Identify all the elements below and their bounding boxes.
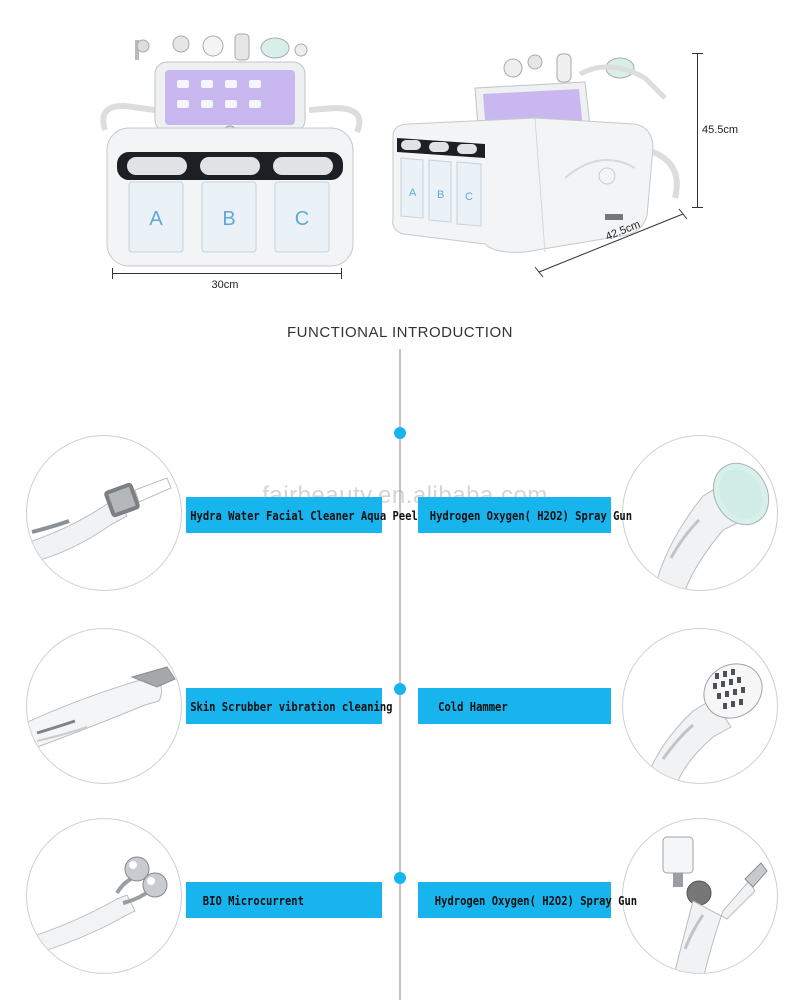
height-dimension-tick-top (692, 53, 703, 54)
width-dimension-label: 30cm (211, 279, 239, 291)
aqua-peel-handpiece-icon (27, 477, 172, 565)
feature-label-bio-microcurrent: BIO Microcurrent (202, 892, 304, 908)
timeline-dot (394, 872, 406, 884)
width-dimension-line (112, 273, 342, 274)
bottle-label-b: B (222, 208, 236, 230)
depth-dimension-line (534, 208, 688, 278)
feature-label-skin-scrubber: Skin Scrubber vibration cleaning (190, 698, 393, 714)
svg-text:B: B (437, 189, 444, 201)
height-dimension-tick-bottom (692, 207, 703, 208)
feature-image-skin-scrubber (26, 628, 182, 784)
feature-label-bar: Skin Scrubber vibration cleaning (186, 688, 392, 724)
section-title: FUNCTIONAL INTRODUCTION (287, 324, 513, 341)
svg-text:A: A (409, 187, 417, 199)
height-dimension-label: 45.5cm (702, 124, 739, 136)
width-dimension-tick-right (341, 268, 342, 279)
feature-label-bar: Hydrogen Oxygen( H2O2) Spray Gun (418, 882, 637, 918)
oxygen-spray-gun-icon (662, 836, 768, 973)
machine-front-view: A B C (95, 10, 365, 268)
machine-side-view: A B C (385, 38, 705, 288)
feature-label-oxygen-spray-gun: Hydrogen Oxygen( H2O2) Spray Gun (434, 892, 638, 908)
feature-image-oxygen-spray-gun (622, 818, 778, 974)
feature-image-bio-microcurrent (26, 818, 182, 974)
feature-label-cold-hammer: Cold Hammer (438, 698, 508, 714)
hydrogen-spray-handpiece-icon (653, 462, 770, 590)
timeline-line (399, 349, 401, 1000)
feature-label-hydrogen-spray: Hydrogen Oxygen( H2O2) Spray Gun (429, 507, 633, 523)
feature-image-cold-hammer (622, 628, 778, 784)
bottle-label-a: A (149, 208, 163, 230)
width-dimension-tick-left (112, 268, 113, 279)
timeline-dot (394, 427, 406, 439)
svg-text:C: C (465, 191, 473, 203)
bio-microcurrent-handpiece-icon (27, 856, 168, 957)
feature-label-bar: Hydra Water Facial Cleaner Aqua Peel (186, 497, 418, 533)
feature-label-bar: BIO Microcurrent (186, 882, 382, 918)
feature-image-aqua-peel (26, 435, 182, 591)
skin-scrubber-handpiece-icon (27, 666, 176, 752)
feature-label-bar: Hydrogen Oxygen( H2O2) Spray Gun (418, 497, 632, 533)
feature-image-hydrogen-spray (622, 435, 778, 591)
timeline-dot (394, 683, 406, 695)
height-dimension-line (697, 53, 698, 208)
bottle-label-c: C (294, 208, 310, 230)
feature-label-bar: Cold Hammer (418, 688, 611, 724)
cold-hammer-handpiece-icon (644, 663, 763, 783)
feature-label-aqua-peel: Hydra Water Facial Cleaner Aqua Peel (190, 507, 418, 523)
